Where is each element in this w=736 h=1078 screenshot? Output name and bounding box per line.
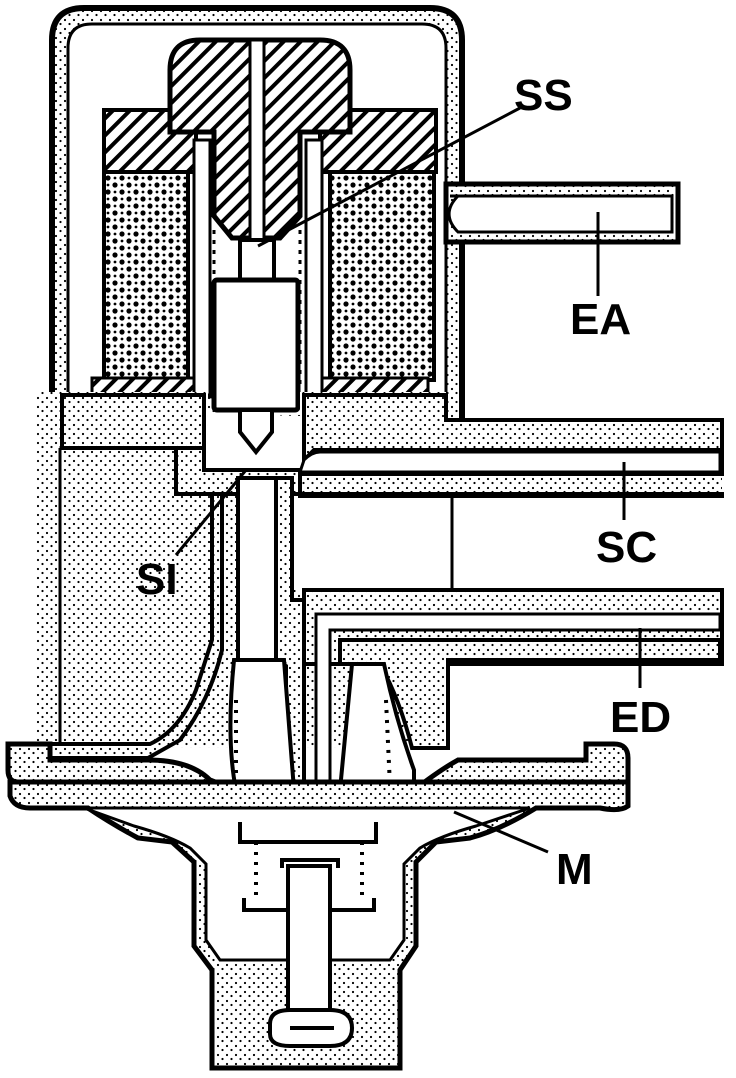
leader-lines: [174, 106, 642, 854]
fixed-magnetic-core: [167, 37, 353, 247]
label-ea: EA: [570, 295, 631, 344]
label-sc: SC: [596, 523, 657, 572]
exhaust-port-ea-tube: [443, 181, 681, 245]
label-ss: SS: [514, 71, 573, 120]
adjusting-screw: [268, 864, 355, 1048]
label-si: SI: [136, 555, 178, 604]
label-m: M: [556, 845, 593, 894]
label-ed: ED: [610, 693, 671, 742]
signal-control-port-sc: [174, 446, 724, 498]
coil-bottom-plates: [90, 376, 430, 396]
plunger-armature: [211, 238, 301, 456]
diaphragm-chamber-upper: [228, 658, 416, 792]
